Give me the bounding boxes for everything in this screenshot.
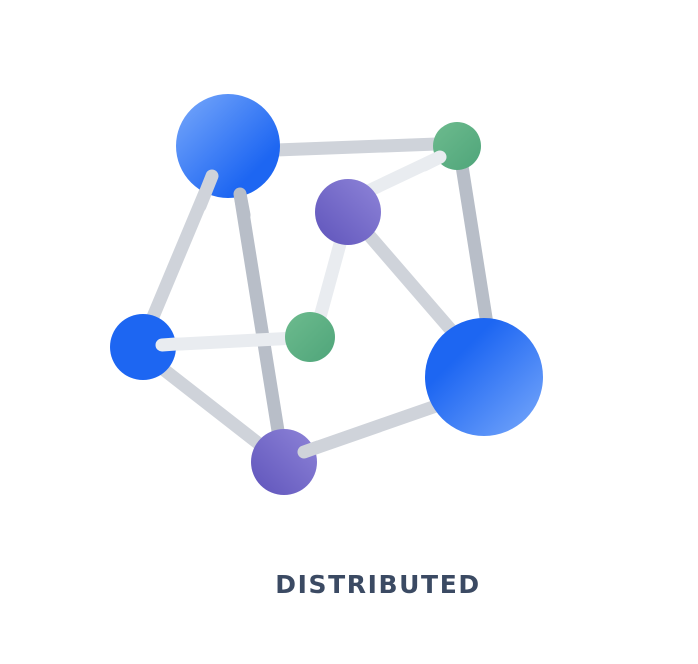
caption-label: DISTRIBUTED (275, 570, 481, 599)
link-center-upper-to-hub-bottom-right (361, 227, 458, 337)
node-center (285, 312, 335, 362)
link-stub-left-to-center (155, 337, 183, 352)
node-hub-top-left (176, 94, 280, 198)
link-stub-top-right-to-center-upper (417, 150, 447, 172)
link-stub-hub-top-left-to-left (193, 169, 219, 213)
node-center-upper (315, 179, 381, 245)
link-left-to-bottom (156, 362, 270, 454)
link-bottom-to-hub-bottom-right (297, 399, 443, 459)
node-bottom (251, 429, 317, 495)
link-top-right-to-hub-bottom-right (455, 159, 494, 331)
node-hub-bottom-right (425, 318, 543, 436)
link-center-to-center-upper (313, 226, 350, 324)
link-hub-top-left-to-top-right (269, 137, 444, 157)
nodes-layer (110, 94, 543, 495)
link-stub-hub-top-left-to-bottom (233, 187, 251, 222)
link-left-to-center (155, 331, 303, 352)
link-overlay-layer (155, 150, 447, 459)
link-hub-top-left-to-bottom (233, 187, 286, 444)
link-stub-bottom-to-hub-bottom-right (297, 440, 325, 459)
node-left (110, 314, 176, 380)
